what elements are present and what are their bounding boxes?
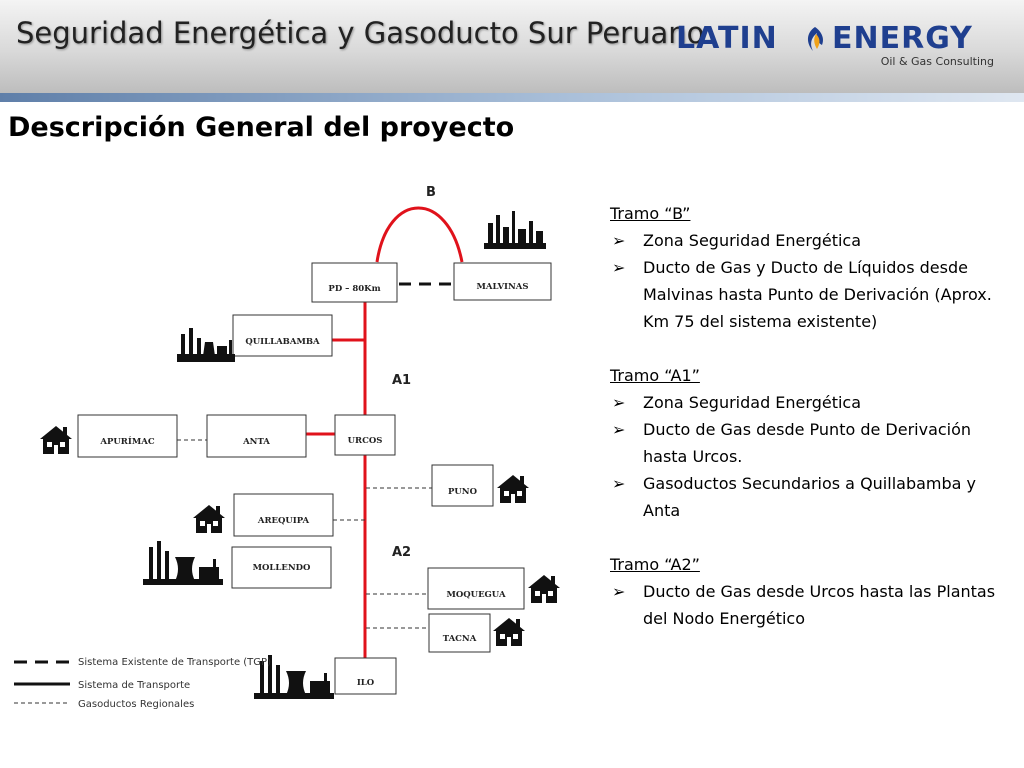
node-arequipa: AREQUIPA [233,493,334,537]
svg-text:ILO: ILO [357,678,375,688]
node-pd: PD – 80Km [311,262,398,303]
section-heading: Tramo “B” [610,204,691,223]
arrow-bullet-icon: ➢ [612,474,626,493]
svg-text:QUILLABAMBA: QUILLABAMBA [245,337,320,347]
list-item: ➢Zona Seguridad Energética [610,227,1010,254]
logo-word-right: ENERGY [832,21,973,56]
house-icon [493,618,525,646]
house-icon [40,426,72,454]
section-heading: Tramo “A1” [610,366,700,385]
refinery-icon [484,211,546,249]
svg-text:PUNO: PUNO [448,487,478,497]
svg-text:MOQUEGUA: MOQUEGUA [446,590,506,600]
header-band: Seguridad Energética y Gasoducto Sur Per… [0,0,1024,93]
arrow-bullet-icon: ➢ [612,393,626,412]
node-tacna: TACNA [428,613,491,653]
svg-text:APURÍMAC: APURÍMAC [99,435,154,447]
svg-text:ANTA: ANTA [242,437,270,447]
latin-energy-logo: LATIN ENERGY Oil & Gas Consulting [676,22,998,70]
logo-word-left: LATIN [676,21,778,56]
header-title: Seguridad Energética y Gasoducto Sur Per… [16,16,705,50]
segment-label-b: B [426,185,436,200]
node-moquegua: MOQUEGUA [427,567,525,610]
node-anta: ANTA [206,414,307,458]
house-icon [193,505,225,533]
node-urcos: URCOS [334,414,396,456]
legend-label-transport: Sistema de Transporte [78,680,190,691]
arrow-bullet-icon: ➢ [612,582,626,601]
svg-text:PD – 80Km: PD – 80Km [328,284,380,294]
slide-title: Descripción General del proyecto [8,112,515,143]
logo-flame-icon [807,27,824,51]
legend-label-tgp: Sistema Existente de Transporte (TGP) [78,657,271,668]
list-item: ➢Ducto de Gas y Ducto de Líquidos desde … [610,254,1010,335]
node-puno: PUNO [431,464,494,507]
svg-text:MOLLENDO: MOLLENDO [253,563,311,573]
arrow-bullet-icon: ➢ [612,420,626,439]
section-tramo-a2: Tramo “A2” ➢Ducto de Gas desde Urcos has… [610,551,1010,632]
legend: Sistema Existente de Transporte (TGP) Si… [14,657,271,710]
logo-subtitle: Oil & Gas Consulting [880,55,994,68]
svg-text:URCOS: URCOS [348,436,383,446]
section-heading: Tramo “A2” [610,555,700,574]
section-tramo-b: Tramo “B” ➢Zona Seguridad Energética ➢Du… [610,200,1010,335]
svg-text:MALVINAS: MALVINAS [476,282,528,292]
list-item: ➢Ducto de Gas desde Punto de Derivación … [610,416,1010,470]
node-malvinas: MALVINAS [453,262,552,301]
svg-text:AREQUIPA: AREQUIPA [257,516,310,526]
arrow-bullet-icon: ➢ [612,258,626,277]
segment-label-a1: A1 [392,373,411,388]
list-item: ➢Zona Seguridad Energética [610,389,1010,416]
node-quillabamba: QUILLABAMBA [232,314,333,357]
factory-icon [177,328,235,362]
node-mollendo: MOLLENDO [231,546,332,589]
segment-label-a2: A2 [392,545,411,560]
power-plant-icon [143,541,223,585]
description-panel: Tramo “B” ➢Zona Seguridad Energética ➢Du… [610,200,1010,659]
legend-label-regional: Gasoductos Regionales [78,699,194,710]
arrow-bullet-icon: ➢ [612,231,626,250]
node-apurimac: APURÍMAC [77,414,178,458]
regional-lines [177,439,432,629]
house-icon [497,475,529,503]
section-tramo-a1: Tramo “A1” ➢Zona Seguridad Energética ➢D… [610,362,1010,524]
house-icon [528,575,560,603]
header-accent-bar [0,93,1024,102]
main-pipeline [305,206,464,658]
svg-text:TACNA: TACNA [443,634,477,644]
list-item: ➢Gasoductos Secundarios a Quillabamba y … [610,470,1010,524]
list-item: ➢Ducto de Gas desde Urcos hasta las Plan… [610,578,1010,632]
node-ilo: ILO [334,657,397,695]
